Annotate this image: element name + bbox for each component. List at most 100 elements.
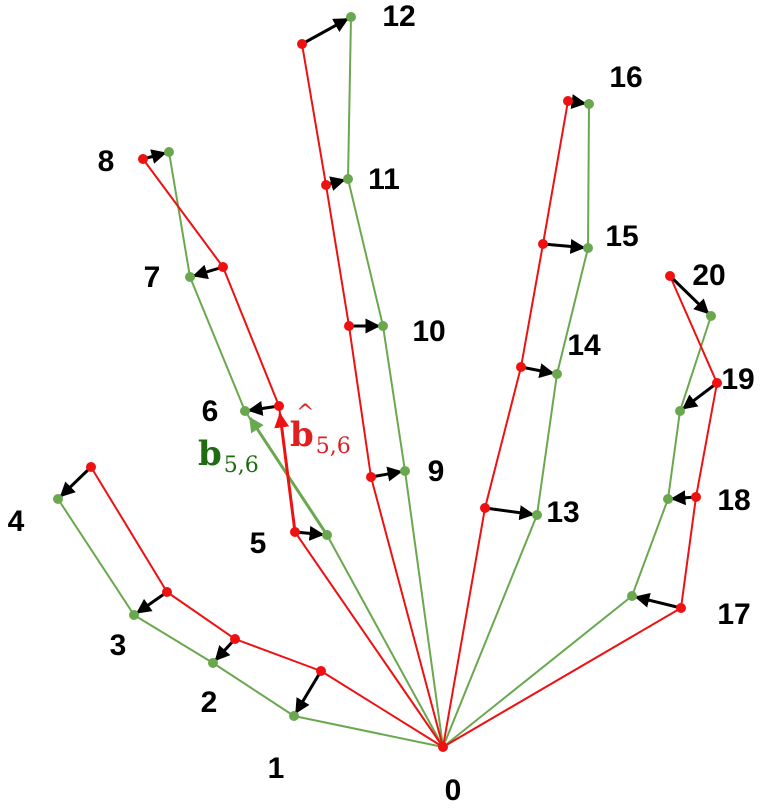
- gt-joint-3: [129, 610, 139, 620]
- pred-bone-0-13: [442, 507, 486, 748]
- pred-bone-14-15: [520, 243, 544, 368]
- pred-bone-13-14: [484, 366, 522, 509]
- offset-arrow-13: [484, 505, 535, 521]
- bone-vectors: [248, 412, 329, 536]
- joint-label-9: 9: [428, 455, 445, 488]
- gt-joint-18: [663, 494, 673, 504]
- pred-bone-0-9: [370, 476, 444, 748]
- pred-joint-16: [563, 96, 573, 106]
- gt-joint-5: [322, 530, 332, 540]
- pred-bone-0-17: [442, 607, 682, 748]
- pred-bone-15-16: [542, 100, 569, 245]
- gt-bone-11-12: [347, 16, 352, 180]
- offset-arrow-15: [542, 238, 586, 254]
- gt-joint-10: [378, 321, 388, 331]
- joint-label-7: 7: [144, 261, 161, 294]
- gt-bone-13-14: [536, 373, 558, 516]
- gt-joint-2: [208, 658, 218, 668]
- pred-bone-7-8: [142, 158, 224, 268]
- pred-joint-5: [290, 527, 300, 537]
- pred-bone-19-20: [669, 275, 718, 384]
- gt-bone-14-15: [556, 247, 589, 375]
- offset-arrow-19: [681, 381, 718, 410]
- gt-joint-4: [53, 494, 63, 504]
- gt-joint-8: [164, 147, 174, 157]
- offset-arrow-20: [668, 274, 710, 315]
- offset-arrow-12: [301, 17, 349, 46]
- gt-bone-15-16: [587, 103, 590, 249]
- pred-bone-3-4: [90, 466, 168, 593]
- gt-joint-15: [583, 243, 593, 253]
- gt-joint-16: [584, 99, 594, 109]
- gt-joint-11: [343, 174, 353, 184]
- pred-joint-7: [218, 262, 228, 272]
- gt-bone-10-11: [347, 178, 384, 327]
- joint-label-10: 10: [412, 315, 445, 348]
- gt-joint-1: [289, 711, 299, 721]
- joint-label-16: 16: [609, 61, 642, 94]
- joint-label-19: 19: [721, 363, 754, 396]
- joint-label-6: 6: [202, 395, 219, 428]
- pred-joint-3: [162, 587, 172, 597]
- joint-label-0: 0: [445, 774, 462, 807]
- pred-bone-0-5: [294, 531, 444, 748]
- pred-joint-2: [230, 634, 240, 644]
- gt-joint-9: [400, 466, 410, 476]
- pred-bone-vector-5-6: [274, 412, 297, 533]
- joint-label-4: 4: [8, 505, 25, 538]
- gt-bone-18-19: [667, 410, 681, 500]
- gt-bone-0-1: [293, 715, 444, 748]
- gt-joint-19: [675, 406, 685, 416]
- joint-label-15: 15: [605, 220, 638, 253]
- pred-joint-8: [138, 154, 148, 164]
- joint-label-8: 8: [98, 145, 115, 178]
- joint-label-5: 5: [250, 527, 267, 560]
- gt-joint-6: [240, 406, 250, 416]
- gt-bone-vector-label: b5,6: [198, 434, 259, 478]
- pred-joint-17: [676, 603, 686, 613]
- pred-joint-1: [316, 666, 326, 676]
- pred-joint-4: [86, 462, 96, 472]
- predicted-joints: [86, 39, 722, 752]
- joint-label-14: 14: [567, 329, 601, 362]
- pred-joint-9: [366, 472, 376, 482]
- gt-joint-17: [627, 591, 637, 601]
- offset-arrow-7: [192, 264, 224, 280]
- pred-joint-14: [516, 362, 526, 372]
- joint-label-11: 11: [368, 163, 400, 196]
- gt-bone-0-17: [442, 595, 633, 748]
- pred-bone-0-1: [320, 670, 444, 748]
- pred-joint-18: [691, 492, 701, 502]
- offset-arrow-3: [136, 590, 168, 614]
- ground-truth-joints: [53, 12, 716, 721]
- offset-arrow-9: [370, 466, 403, 482]
- pred-joint-6: [274, 401, 284, 411]
- gt-bone-2-3: [133, 614, 214, 664]
- gt-joint-7: [185, 272, 195, 282]
- joint-label-1: 1: [268, 752, 285, 785]
- pred-bone-1-2: [234, 638, 322, 672]
- pred-joint-15: [538, 239, 548, 249]
- pred-joint-0: [438, 742, 448, 752]
- pred-bone-10-11: [325, 184, 350, 327]
- gt-bone-0-9: [404, 470, 444, 748]
- offset-arrow-6: [247, 401, 280, 416]
- gt-bone-0-13: [442, 514, 538, 748]
- predicted-skeleton: [90, 43, 718, 748]
- pred-joint-19: [712, 378, 722, 388]
- pred-bone-vector-label: b5,6: [290, 415, 351, 459]
- joint-label-2: 2: [201, 686, 218, 719]
- offset-arrow-4: [59, 465, 93, 498]
- joint-label-3: 3: [110, 629, 127, 662]
- pred-bone-11-12: [301, 43, 327, 186]
- joint-label-12: 12: [382, 0, 415, 33]
- gt-bone-1-2: [212, 662, 295, 717]
- gt-joint-20: [706, 311, 716, 321]
- pred-bone-2-3: [166, 591, 236, 640]
- gt-bone-7-8: [168, 151, 191, 278]
- offset-arrow-17: [634, 592, 682, 610]
- joint-label-20: 20: [692, 259, 725, 292]
- offset-arrow-1: [294, 670, 323, 714]
